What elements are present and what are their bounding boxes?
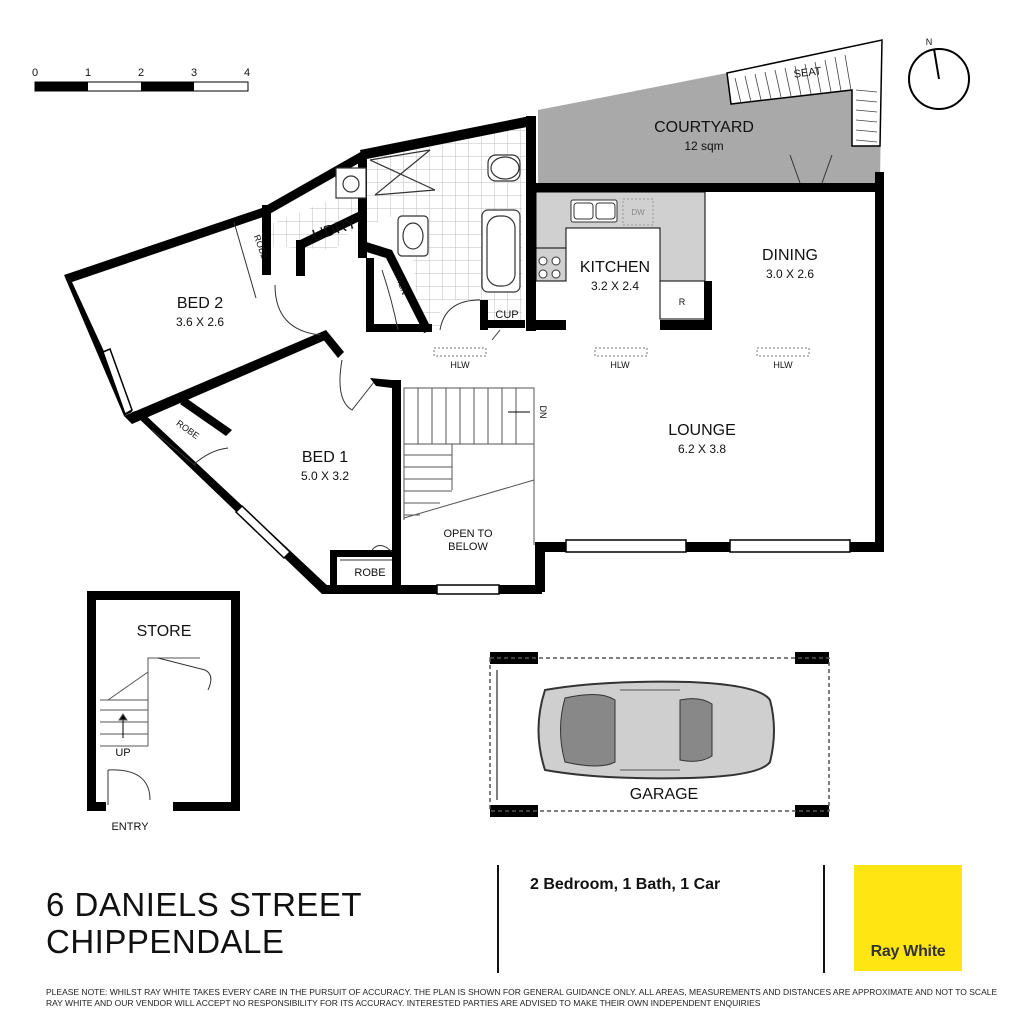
courtyard-seat: [726, 39, 883, 147]
entry-label: ENTRY: [111, 821, 149, 833]
stair-down-label: DN: [538, 406, 548, 419]
scale-tick-0: 0: [32, 67, 38, 79]
bathroom-tiles: [268, 125, 528, 330]
dining-dims: 3.0 X 2.6: [766, 267, 814, 281]
property-summary: 2 Bedroom, 1 Bath, 1 Car: [530, 876, 721, 893]
hlw-label-2: HLW: [610, 360, 630, 370]
store-up-label: UP: [115, 747, 130, 759]
ray-white-logo: Ray White: [854, 865, 962, 971]
scale-tick-1: 1: [85, 67, 91, 79]
garage-label: GARAGE: [630, 786, 698, 803]
open-to-below-line1: OPEN TO: [443, 528, 493, 540]
bed2-dims: 3.6 X 2.6: [176, 315, 224, 329]
open-to-below-line2: BELOW: [448, 541, 488, 553]
disclaimer-line-1: PLEASE NOTE: WHILST RAY WHITE TAKES EVER…: [46, 987, 998, 997]
bed1-dims: 5.0 X 3.2: [301, 469, 349, 483]
brand-name: Ray White: [870, 943, 946, 960]
north-compass-icon: N: [908, 37, 970, 110]
hlw-label-1: HLW: [450, 360, 470, 370]
seat-slats: [734, 54, 878, 143]
lounge-label: LOUNGE: [668, 422, 736, 439]
scale-tick-4: 4: [244, 67, 250, 79]
kitchen-dims: 3.2 X 2.4: [591, 279, 639, 293]
store-label: STORE: [137, 623, 192, 640]
door-swings: [192, 154, 833, 553]
cupboard-label: CUP: [495, 309, 518, 321]
address-line-1: 6 DANIELS STREET: [46, 886, 363, 923]
main-staircase: [403, 387, 535, 545]
windows: [102, 347, 851, 595]
fridge-space: [659, 280, 706, 320]
hlw-markers: [433, 347, 810, 357]
store-staircase: [100, 657, 212, 805]
scale-bar: 0 1 2 3 4: [32, 67, 250, 92]
kitchen-label: KITCHEN: [580, 259, 650, 276]
lounge-dims: 6.2 X 3.8: [678, 442, 726, 456]
scale-tick-3: 3: [191, 67, 197, 79]
divider-left: [497, 865, 499, 973]
courtyard-area: 12 sqm: [684, 139, 723, 153]
dining-label: DINING: [762, 247, 818, 264]
fridge-label: R: [679, 297, 686, 307]
dishwasher-label: DW: [631, 208, 645, 217]
disclaimer: PLEASE NOTE: WHILST RAY WHITE TAKES EVER…: [46, 987, 998, 1009]
address-line-2: CHIPPENDALE: [46, 923, 285, 960]
disclaimer-line-2: RAY WHITE AND OUR VENDOR WILL ACCEPT NO …: [46, 998, 761, 1008]
bed2-label: BED 2: [177, 295, 223, 312]
garage-outline: [489, 657, 830, 812]
kitchen-fixtures: [538, 198, 654, 279]
courtyard-label: COURTYARD: [654, 119, 754, 136]
divider-right: [823, 865, 825, 973]
robe-bed1-bottom-label: ROBE: [354, 567, 385, 579]
bathroom-fixtures: [335, 149, 521, 293]
bed1-label: BED 1: [302, 449, 348, 466]
seat-label: SEAT: [793, 65, 822, 80]
north-label: N: [926, 37, 933, 47]
hlw-label-3: HLW: [773, 360, 793, 370]
robe-lines: [151, 221, 392, 561]
scale-tick-2: 2: [138, 67, 144, 79]
robe-bed1-left-label: ROBE: [175, 418, 202, 441]
car-icon: [537, 680, 775, 780]
